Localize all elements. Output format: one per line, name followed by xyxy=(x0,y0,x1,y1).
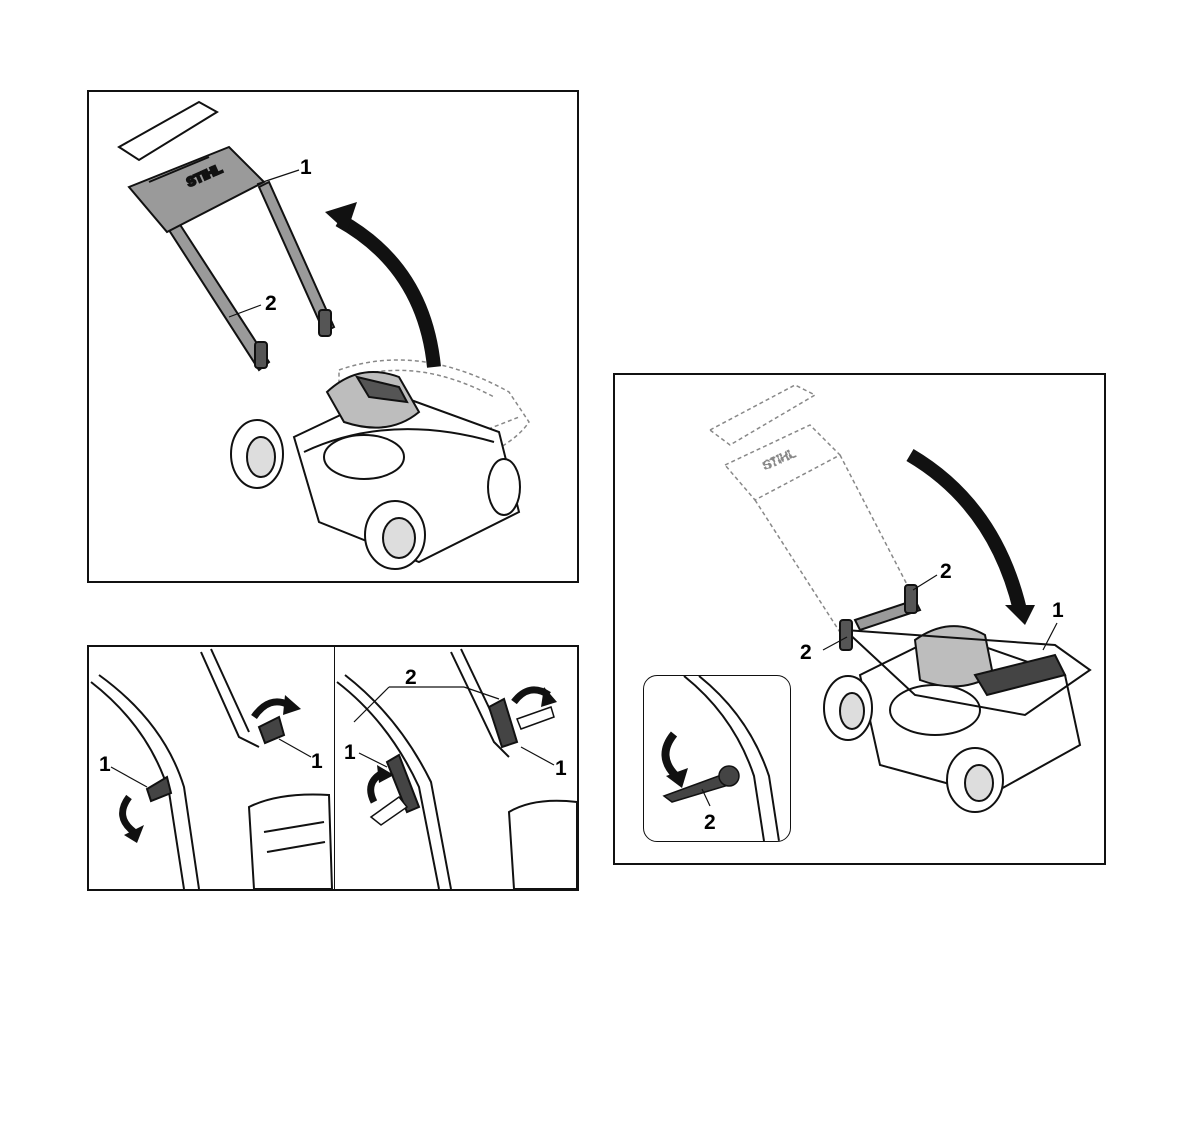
figure-handle-unfold: STIHL 1 2 xyxy=(87,90,579,583)
inset-rotate-arrow xyxy=(665,734,676,776)
unfold-arrow xyxy=(339,220,434,367)
figure-handle-fold: STIHL xyxy=(613,373,1106,865)
callout-handlebar-c: 1 xyxy=(1052,600,1064,621)
left-motor-cover xyxy=(249,795,332,890)
callout-left-lever: 1 xyxy=(99,754,111,775)
figure-clamp-levers: 1 1 2 1 1 xyxy=(87,645,579,891)
rear-right-wheel xyxy=(488,459,520,515)
svg-text:STIHL: STIHL xyxy=(761,446,798,473)
callout-lower-handle: 2 xyxy=(265,293,277,314)
left-rotate-arrow xyxy=(123,797,134,832)
rear-wheel-c xyxy=(947,748,1003,812)
callout-handle-tubes: 2 xyxy=(405,667,417,688)
clamp-levers xyxy=(255,310,331,368)
left-upper-tube xyxy=(201,649,259,747)
rear-left-wheel xyxy=(365,501,425,569)
fold-arrow-head xyxy=(1005,605,1035,625)
callout-upper-lever: 2 xyxy=(940,561,952,582)
mower-handle-unfold-illustration: STIHL xyxy=(89,92,577,581)
callout-inset-lever: 2 xyxy=(704,812,716,833)
inset-lever-detail: 2 xyxy=(643,675,791,842)
front-wheel-c xyxy=(824,676,872,740)
inset-lever-illustration xyxy=(644,676,790,841)
callout-handlebar: 1 xyxy=(300,157,312,178)
callout-middle-lever: 1 xyxy=(311,751,323,772)
right-motor-cover xyxy=(509,801,577,889)
callout-right-lever-left: 1 xyxy=(344,742,356,763)
fold-arrow xyxy=(910,455,1020,610)
ghost-upright-handle: STIHL xyxy=(710,385,915,640)
left-handle-tube xyxy=(91,675,199,889)
inset-tube xyxy=(684,676,779,841)
callout-right-lever-right: 1 xyxy=(555,758,567,779)
front-left-wheel xyxy=(231,420,283,488)
left-lever-1 xyxy=(147,717,284,801)
right-levers xyxy=(387,699,517,812)
callout-left-lever-c: 2 xyxy=(800,642,812,663)
clamp-lever-illustration xyxy=(89,647,577,889)
handlebar-top: STIHL xyxy=(119,102,264,232)
